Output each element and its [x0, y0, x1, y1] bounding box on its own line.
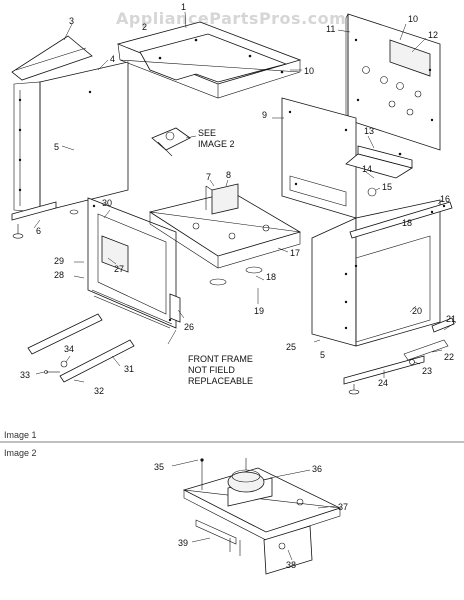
part-label-23: 23: [422, 366, 432, 376]
part-label-36: 36: [312, 464, 322, 474]
rear-inner-panel: [272, 97, 357, 219]
part-label-20: 20: [412, 306, 422, 316]
part-label-13: 13: [364, 126, 374, 136]
front-frame-note-line-2: NOT FIELD: [188, 365, 235, 375]
part-number-labels: 1 2 3 4 5 5 6 7 8 9 10 10 11 12 13 14 15…: [20, 2, 456, 570]
left-base-rail: [11, 201, 79, 239]
part-label-10: 10: [304, 66, 314, 76]
part-label-7: 7: [206, 172, 211, 182]
part-label-27: 27: [114, 264, 124, 274]
part-label-29: 29: [54, 256, 64, 266]
control-assembly-detail: [171, 458, 342, 575]
part-label-25: 25: [286, 342, 296, 352]
part-label-39: 39: [178, 538, 188, 548]
part-label-21: 21: [446, 314, 456, 324]
part-label-26: 26: [184, 322, 194, 332]
part-label-14: 14: [362, 164, 372, 174]
right-side-panel: [311, 199, 453, 347]
floor-rails: [27, 313, 135, 383]
see-image-line-1: SEE: [198, 128, 216, 138]
front-frame: [73, 197, 185, 345]
part-label-12: 12: [428, 30, 438, 40]
top-panel: [116, 11, 302, 99]
section-label-image-1: Image 1: [4, 430, 37, 440]
part-label-2: 2: [142, 22, 147, 32]
part-label-8: 8: [226, 170, 231, 180]
part-label-18: 18: [266, 272, 276, 282]
part-label-17: 17: [290, 248, 300, 258]
part-label-31: 31: [124, 364, 134, 374]
left-side-panel: [11, 23, 129, 213]
part-label-38: 38: [286, 560, 296, 570]
part-label-19: 19: [254, 306, 264, 316]
part-label-6: 6: [36, 226, 41, 236]
section-label-image-2: Image 2: [4, 448, 37, 458]
part-label-37: 37: [338, 502, 348, 512]
watermark: AppliancePartsPros.com: [116, 9, 346, 28]
control-bracket: [151, 127, 197, 157]
see-image-line-2: IMAGE 2: [198, 139, 235, 149]
part-label-4: 4: [110, 54, 115, 64]
front-frame-note: FRONT FRAME NOT FIELD REPLACEABLE: [188, 354, 253, 386]
front-frame-note-line-1: FRONT FRAME: [188, 354, 253, 364]
part-label-28: 28: [54, 270, 64, 280]
part-label-18b: 18: [402, 218, 412, 228]
back-panel: [337, 13, 441, 151]
part-label-34: 34: [64, 344, 74, 354]
right-base-rail: [343, 317, 457, 395]
see-image-callout: SEE IMAGE 2: [198, 128, 235, 149]
oven-bottom: [149, 179, 301, 304]
part-label-15: 15: [382, 182, 392, 192]
part-label-22: 22: [444, 352, 454, 362]
part-label-30: 30: [102, 198, 112, 208]
front-frame-note-line-3: REPLACEABLE: [188, 376, 253, 386]
part-label-1: 1: [181, 2, 186, 12]
rear-bracket: [345, 135, 414, 197]
part-label-35: 35: [154, 462, 164, 472]
part-label-32: 32: [94, 386, 104, 396]
part-label-9: 9: [262, 110, 267, 120]
part-label-5: 5: [54, 142, 59, 152]
part-label-5b: 5: [320, 350, 325, 360]
part-label-16: 16: [440, 194, 450, 204]
part-label-33: 33: [20, 370, 30, 380]
part-label-10b: 10: [408, 14, 418, 24]
part-label-3: 3: [69, 16, 74, 26]
part-label-24: 24: [378, 378, 388, 388]
part-label-11: 11: [326, 24, 335, 34]
